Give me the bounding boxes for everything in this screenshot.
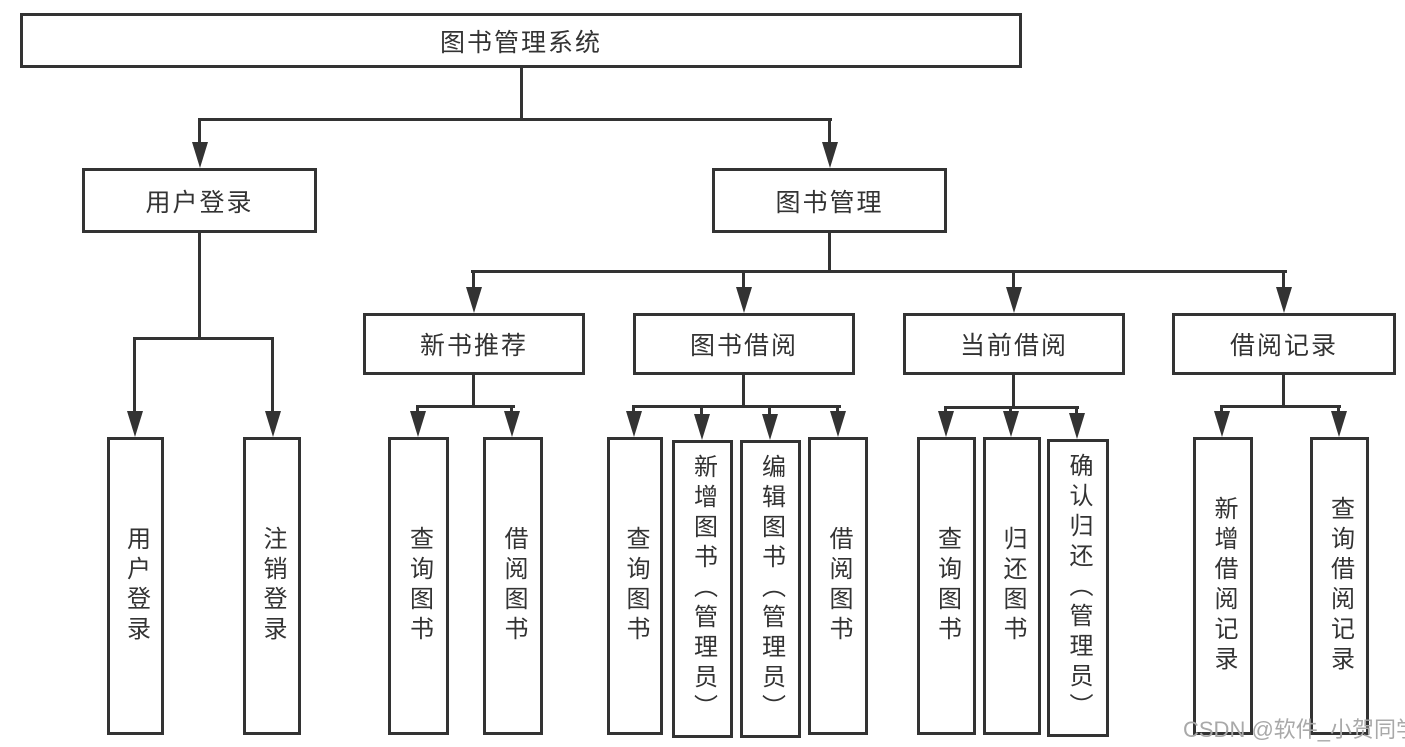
node-current-borrow: 当前借阅 [903, 313, 1125, 375]
connector [472, 270, 475, 290]
arrowhead-icon [626, 411, 642, 437]
node-label: 借阅记录 [1229, 332, 1338, 360]
node-label: 新书推荐 [419, 332, 528, 360]
connector [198, 118, 832, 121]
arrowhead-icon [1331, 411, 1347, 437]
connector [828, 118, 831, 150]
leaf-return-books: 归还图书 [983, 437, 1041, 735]
leaf-user-login: 用户登录 [107, 437, 164, 735]
connector [700, 405, 703, 417]
node-label: 新增图书（管理员） [689, 454, 717, 724]
node-new-book-recommend: 新书推荐 [363, 313, 585, 375]
connector [471, 270, 1287, 273]
connector [472, 375, 475, 408]
node-label: 当前借阅 [959, 332, 1068, 360]
leaf-borrow-books-2: 借阅图书 [808, 437, 868, 735]
node-label: 借阅图书 [825, 526, 852, 646]
leaf-confirm-return-admin: 确认归还（管理员） [1047, 439, 1109, 737]
leaf-edit-books-admin: 编辑图书（管理员） [740, 440, 801, 738]
connector [133, 337, 136, 415]
connector [520, 67, 523, 120]
connector [198, 233, 201, 339]
leaf-query-books-3: 查询图书 [917, 437, 976, 735]
connector [1012, 375, 1015, 409]
node-borrow-records: 借阅记录 [1172, 313, 1396, 375]
connector [1282, 270, 1285, 290]
arrowhead-icon [1006, 287, 1022, 313]
arrowhead-icon [1003, 411, 1019, 437]
arrowhead-icon [466, 287, 482, 313]
node-label: 确认归还（管理员） [1065, 453, 1092, 723]
leaf-add-books-admin: 新增图书（管理员） [672, 440, 733, 738]
connector [417, 405, 515, 408]
leaf-borrow-books-1: 借阅图书 [483, 437, 543, 735]
arrowhead-icon [736, 287, 752, 313]
arrowhead-icon [762, 414, 778, 440]
node-user-login: 用户登录 [82, 168, 317, 233]
node-label: 查询图书 [622, 526, 649, 646]
csdn-watermark: CSDN @软件_小贺同学 [1183, 717, 1405, 742]
node-label: 图书借阅 [689, 332, 798, 360]
connector [945, 406, 1079, 409]
connector [133, 337, 274, 340]
leaf-logout: 注销登录 [243, 437, 301, 735]
node-label: 用户登录 [122, 526, 150, 646]
node-book-borrow: 图书借阅 [633, 313, 855, 375]
leaf-add-borrow-record: 新增借阅记录 [1193, 437, 1253, 735]
arrowhead-icon [192, 142, 208, 168]
arrowhead-icon [1276, 287, 1292, 313]
node-book-management: 图书管理 [712, 168, 947, 233]
leaf-query-books-2: 查询图书 [607, 437, 663, 735]
connector [768, 405, 771, 417]
connector [271, 337, 274, 415]
connector [1075, 406, 1078, 417]
connector [198, 118, 201, 150]
arrowhead-icon [265, 411, 281, 437]
node-label: 用户登录 [145, 188, 254, 217]
leaf-query-books-1: 查询图书 [388, 437, 449, 735]
node-label: 归还图书 [999, 526, 1026, 646]
connector [742, 270, 745, 290]
leaf-query-borrow-record: 查询借阅记录 [1310, 437, 1369, 735]
connector [742, 375, 745, 408]
arrowhead-icon [127, 411, 143, 437]
connector [828, 233, 831, 273]
node-label: 注销登录 [259, 526, 286, 646]
arrowhead-icon [410, 411, 426, 437]
node-label: 借阅图书 [500, 526, 527, 646]
arrowhead-icon [822, 142, 838, 168]
arrowhead-icon [1069, 413, 1085, 439]
arrowhead-icon [1214, 411, 1230, 437]
connector [1282, 375, 1285, 408]
node-label: 查询图书 [933, 526, 961, 646]
arrowhead-icon [938, 411, 954, 437]
node-label: 新增借阅记录 [1210, 496, 1237, 676]
node-root-library-system: 图书管理系统 [20, 13, 1022, 68]
arrowhead-icon [694, 414, 710, 440]
connector [1221, 405, 1341, 408]
arrowhead-icon [504, 411, 520, 437]
node-label: 查询借阅记录 [1326, 496, 1354, 676]
node-label: 图书管理系统 [439, 28, 602, 57]
node-label: 查询图书 [405, 526, 433, 646]
connector [1012, 270, 1015, 290]
connector [633, 405, 841, 408]
node-label: 编辑图书（管理员） [757, 454, 785, 724]
node-label: 图书管理 [775, 188, 884, 217]
arrowhead-icon [830, 411, 846, 437]
